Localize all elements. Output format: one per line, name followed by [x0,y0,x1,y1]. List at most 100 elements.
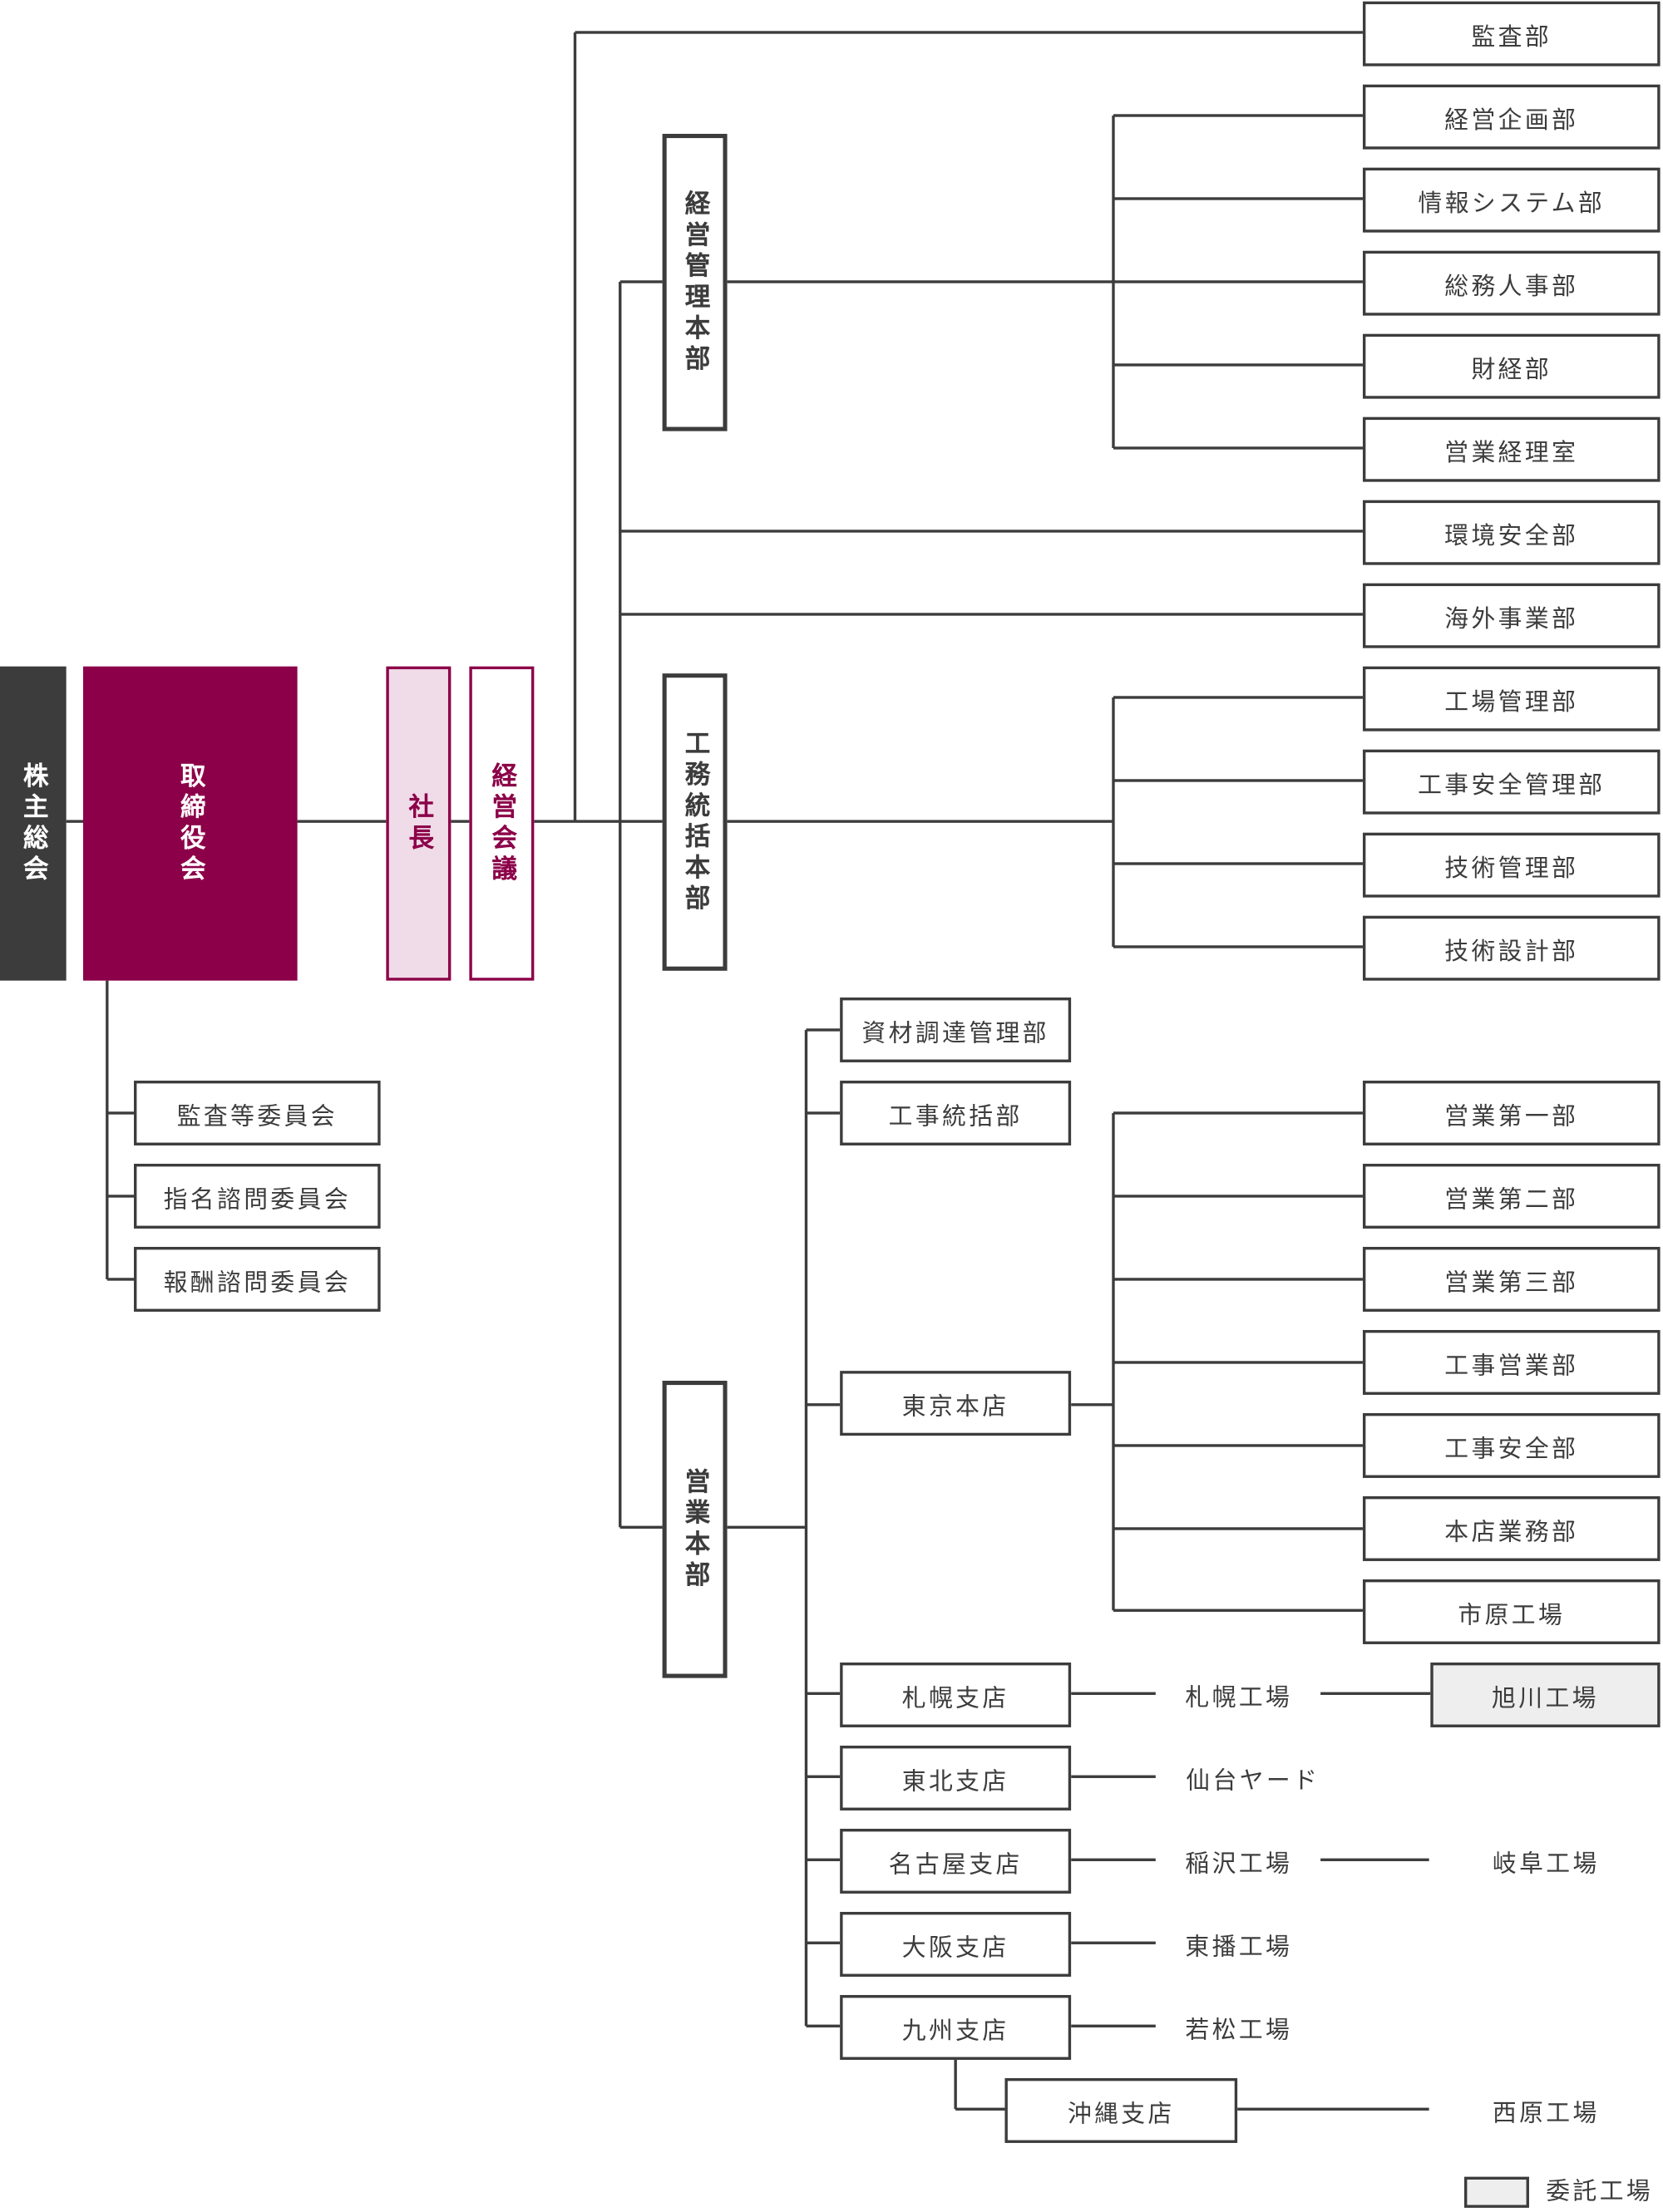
president: 社長 [386,666,452,981]
connector-line [806,1111,841,1114]
factory-label: 東播工場 [1185,1934,1293,1963]
sales-unit-box: 札幌支店 [840,1662,1072,1727]
connector-line [806,1942,841,1944]
committee-box: 指名諮問委員会 [134,1163,381,1229]
factory-label: 札幌工場 [1185,1684,1293,1713]
connector-line [727,280,1113,283]
tokyo-department-box: 市原工場 [1362,1579,1661,1644]
connector-line [1071,1942,1156,1944]
sales-unit-box: 九州支店 [840,1994,1072,2060]
connector-line [1113,114,1363,116]
factory-label: 稲沢工場 [1185,1850,1293,1879]
connector-line [106,1111,135,1114]
board-label: 取締役会 [175,761,206,886]
connector-line [619,1526,663,1529]
connector-line [106,1278,135,1280]
connector-line [1113,1527,1363,1530]
connector-line [297,820,387,823]
connector-line [106,980,108,1279]
connector-line [1113,945,1363,948]
factory-label: 若松工場 [1185,2017,1293,2046]
legend-swatch [1464,2176,1529,2208]
connector-line [1113,363,1363,366]
engineering-hq-label: 工務統括本部 [680,729,711,915]
connector-line [1113,1361,1363,1363]
tokyo-department-box: 工事安全部 [1362,1412,1661,1478]
connector-line [1113,446,1363,449]
department-box: 工事安全管理部 [1362,749,1661,815]
management-hq: 経営管理本部 [662,134,728,431]
department-box: 財経部 [1362,333,1661,399]
connector-line [805,1029,807,2027]
connector-line [1112,1112,1114,1611]
sales-unit-box: 名古屋支店 [840,1828,1072,1894]
connector-line [1112,697,1114,947]
connector-line [619,281,621,1528]
engineering-hq: 工務統括本部 [662,673,728,971]
connector-line [619,613,1363,615]
department-box: 総務人事部 [1362,250,1661,316]
connector-line [575,31,1363,33]
department-box: 工場管理部 [1362,666,1661,732]
sales-unit-box: 大阪支店 [840,1911,1072,1977]
committee-box: 報酬諮問委員会 [134,1246,381,1312]
board-of-directors: 取締役会 [82,666,298,981]
management-meeting: 経営会議 [469,666,535,981]
connector-line [1113,696,1363,698]
connector-line [806,1028,841,1031]
connector-line [1237,2108,1429,2111]
tokyo-department-box: 営業第三部 [1362,1246,1661,1312]
sales-unit-box: 資材調達管理部 [840,997,1072,1062]
department-box: 情報システム部 [1362,167,1661,233]
connector-line [806,1776,841,1778]
department-box: 技術設計部 [1362,915,1661,981]
department-box: 海外事業部 [1362,583,1661,648]
connector-line [534,820,663,823]
connector-line [1113,862,1363,865]
president-label: 社長 [404,792,435,855]
legend-label: 委託工場 [1546,2178,1654,2207]
connector-line [66,820,83,823]
connector-line [955,2059,957,2110]
connector-line [574,32,576,822]
department-box: 監査部 [1362,1,1661,67]
department-box: 技術管理部 [1362,832,1661,898]
connector-line [955,2108,1005,2111]
sales-unit-box: 工事統括部 [840,1080,1072,1145]
shareholders-meeting: 株主総会 [0,666,67,981]
connector-line [1071,1776,1156,1778]
connector-line [1112,115,1114,448]
tokyo-department-box: 工事営業部 [1362,1329,1661,1395]
tokyo-department-box: 本店業務部 [1362,1495,1661,1561]
connector-line [1320,1692,1431,1695]
outsourced-factory-box: 旭川工場 [1430,1662,1661,1727]
connector-line [1113,1111,1363,1114]
management-hq-label: 経営管理本部 [680,189,711,376]
connector-line [1071,1859,1156,1861]
connector-line [1071,1403,1113,1406]
connector-line [1320,1859,1429,1861]
department-box: 経営企画部 [1362,84,1661,150]
connector-line [619,280,663,283]
connector-line [1113,779,1363,781]
department-box: 環境安全部 [1362,500,1661,565]
connector-line [806,1403,841,1406]
connector-line [619,530,1363,532]
connector-line [1071,1692,1156,1695]
sales-hq-label: 営業本部 [680,1467,711,1592]
connector-line [1113,1609,1363,1612]
connector-line [1113,280,1363,283]
sales-unit-box: 沖縄支店 [1004,2077,1238,2143]
connector-line [806,1859,841,1861]
sales-hq: 営業本部 [662,1381,728,1678]
connector-line [1113,197,1363,200]
connector-line [727,1526,807,1529]
factory-label: 仙台ヤード [1186,1767,1320,1796]
factory-label: 西原工場 [1492,2100,1600,2129]
tokyo-department-box: 営業第一部 [1362,1080,1661,1145]
connector-line [806,2025,841,2027]
department-box: 営業経理室 [1362,416,1661,482]
tokyo-department-box: 営業第二部 [1362,1163,1661,1229]
connector-line [727,820,1113,823]
